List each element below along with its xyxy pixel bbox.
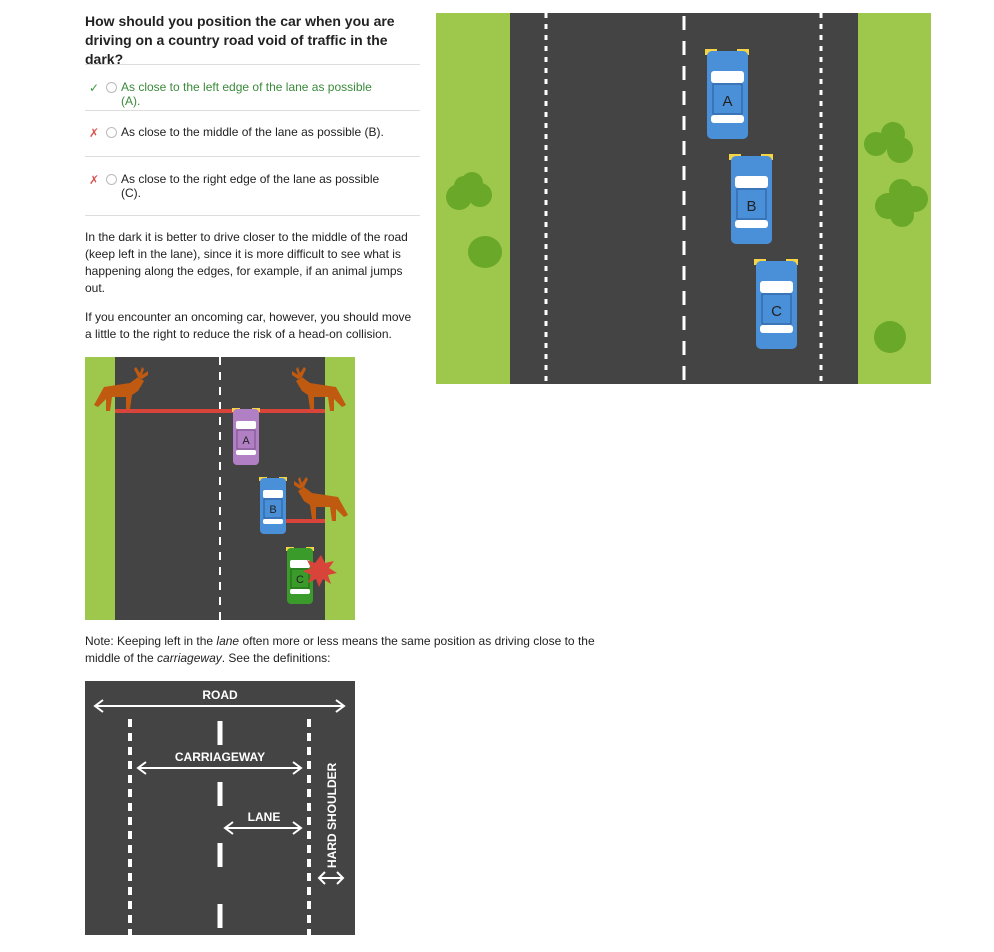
- car-a: A: [232, 408, 260, 465]
- hard-shoulder-arrow: [317, 871, 345, 885]
- collision-burst-icon: [303, 555, 337, 587]
- car-label: A: [242, 435, 250, 447]
- car-b: B: [259, 477, 287, 534]
- wrong-x-icon: ✗: [89, 173, 100, 187]
- answer-label: As close to the middle of the lane as po…: [121, 125, 384, 139]
- note-text: Note: Keeping left in the: [85, 634, 217, 648]
- car-label: B: [746, 198, 756, 215]
- radio-button[interactable]: [106, 82, 117, 93]
- answer-option-a[interactable]: ✓ As close to the left edge of the lane …: [85, 64, 420, 110]
- lane-label: LANE: [248, 810, 281, 824]
- note-emphasis: lane: [216, 634, 240, 648]
- wrong-x-icon: ✗: [89, 126, 100, 140]
- explanation: In the dark it is better to drive closer…: [85, 229, 420, 355]
- answer-list: ✓ As close to the left edge of the lane …: [85, 64, 420, 216]
- explanation-paragraph: If you encounter an oncoming car, howeve…: [85, 310, 412, 341]
- asphalt: [85, 681, 355, 935]
- carriageway-arrow: [136, 761, 303, 775]
- radio-button[interactable]: [106, 127, 117, 138]
- moose-icon: [292, 367, 346, 411]
- car-a: A: [705, 49, 749, 139]
- hard-shoulder-label: HARD SHOULDER: [325, 762, 339, 868]
- bush: [864, 122, 913, 163]
- car-c: C: [754, 259, 798, 349]
- bush: [875, 179, 928, 227]
- note-emphasis: carriageway: [157, 651, 222, 665]
- note-text: . See the definitions:: [221, 651, 331, 665]
- car-c: C: [286, 547, 314, 604]
- bush: [446, 172, 492, 210]
- moose-icon: [94, 367, 148, 411]
- bush: [468, 236, 502, 268]
- moose-icon: [294, 477, 348, 521]
- car-label: C: [771, 303, 782, 320]
- answer-label: As close to the left edge of the lane as…: [121, 80, 372, 108]
- car-label: A: [722, 93, 732, 110]
- car-b: B: [729, 154, 773, 244]
- road-position-diagram: A B C: [436, 13, 931, 384]
- answer-option-b[interactable]: ✗ As close to the middle of the lane as …: [85, 110, 420, 156]
- lane-arrow: [223, 821, 303, 835]
- answer-option-c[interactable]: ✗ As close to the right edge of the lane…: [85, 156, 420, 216]
- definitions-note: Note: Keeping left in the lane often mor…: [85, 633, 615, 667]
- question-text: How should you position the car when you…: [85, 13, 395, 67]
- car-label: C: [296, 574, 304, 586]
- radio-button[interactable]: [106, 174, 117, 185]
- answer-label: As close to the right edge of the lane a…: [121, 172, 380, 200]
- carriageway-label: CARRIAGEWAY: [175, 750, 265, 764]
- road-label: ROAD: [202, 688, 238, 702]
- correct-check-icon: ✓: [89, 81, 100, 95]
- road-arrow: [93, 699, 346, 713]
- bush: [874, 321, 906, 353]
- moose-risk-diagram: A B C: [85, 357, 355, 620]
- note-text: often more or less means the same positi…: [85, 634, 595, 665]
- road-definitions-diagram: ROAD CARRIAGEWAY LANE HARD SHOULDER: [85, 681, 355, 935]
- car-label: B: [269, 504, 276, 516]
- explanation-paragraph: In the dark it is better to drive closer…: [85, 230, 408, 295]
